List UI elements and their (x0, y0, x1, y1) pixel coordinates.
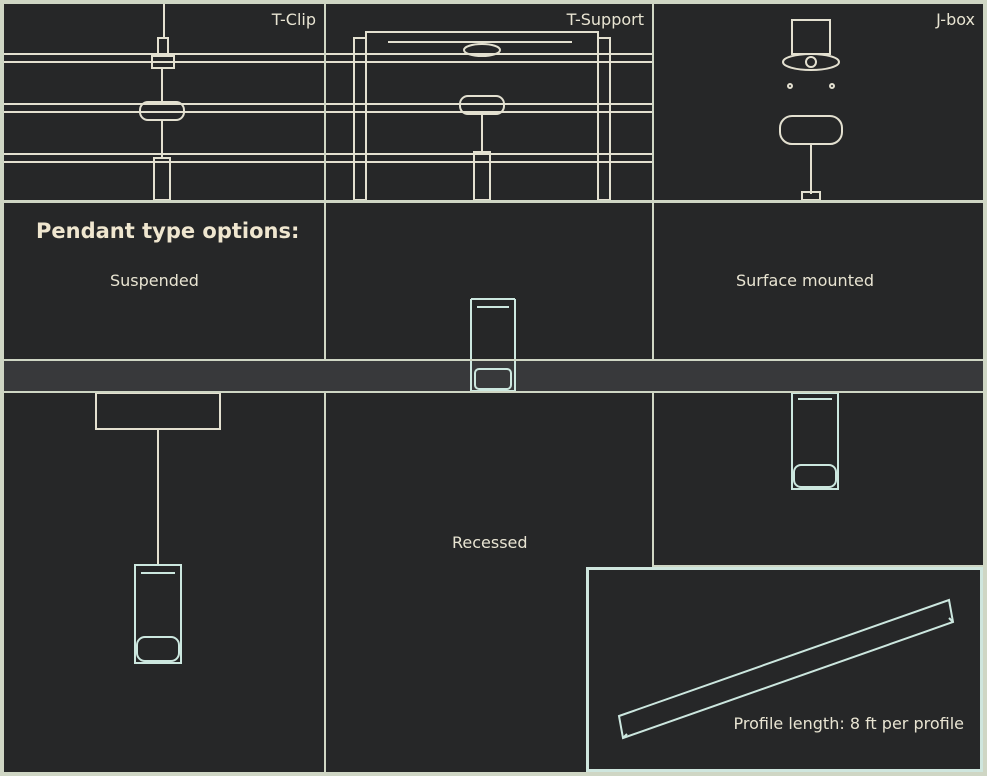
j-box-illustration (779, 19, 843, 200)
t-support-illustration (326, 31, 652, 200)
surface-mounted-label: Surface mounted (736, 271, 874, 290)
linear-profile-illustration (617, 598, 955, 740)
surface-mounted-illustration (791, 393, 839, 490)
t-clip-illustration (4, 4, 324, 200)
j-box-label: J-box (936, 10, 975, 29)
suspended-upper-panel: Pendant type options: Suspended (4, 203, 324, 359)
t-clip-panel: T-Clip (4, 4, 324, 200)
suspended-lower-panel (4, 393, 324, 772)
recessed-upper-panel (326, 203, 652, 359)
surface-lower-panel (654, 393, 983, 565)
t-clip-label: T-Clip (271, 10, 316, 29)
suspended-illustration (95, 393, 221, 664)
pendant-title: Pendant type options: (36, 219, 300, 243)
t-support-panel: T-Support (326, 4, 652, 200)
recessed-upper-profile (470, 298, 516, 359)
recessed-profile-in-ceiling (470, 361, 516, 391)
j-box-panel: J-box (654, 4, 983, 200)
t-support-label: T-Support (566, 10, 644, 29)
surface-upper-panel: Surface mounted (654, 203, 983, 359)
ceiling-strip (4, 361, 983, 391)
profile-length-panel: Profile length: 8 ft per profile (586, 567, 983, 772)
profile-length-label: Profile length: 8 ft per profile (733, 714, 965, 733)
recessed-label: Recessed (452, 533, 528, 552)
suspended-label: Suspended (110, 271, 199, 290)
